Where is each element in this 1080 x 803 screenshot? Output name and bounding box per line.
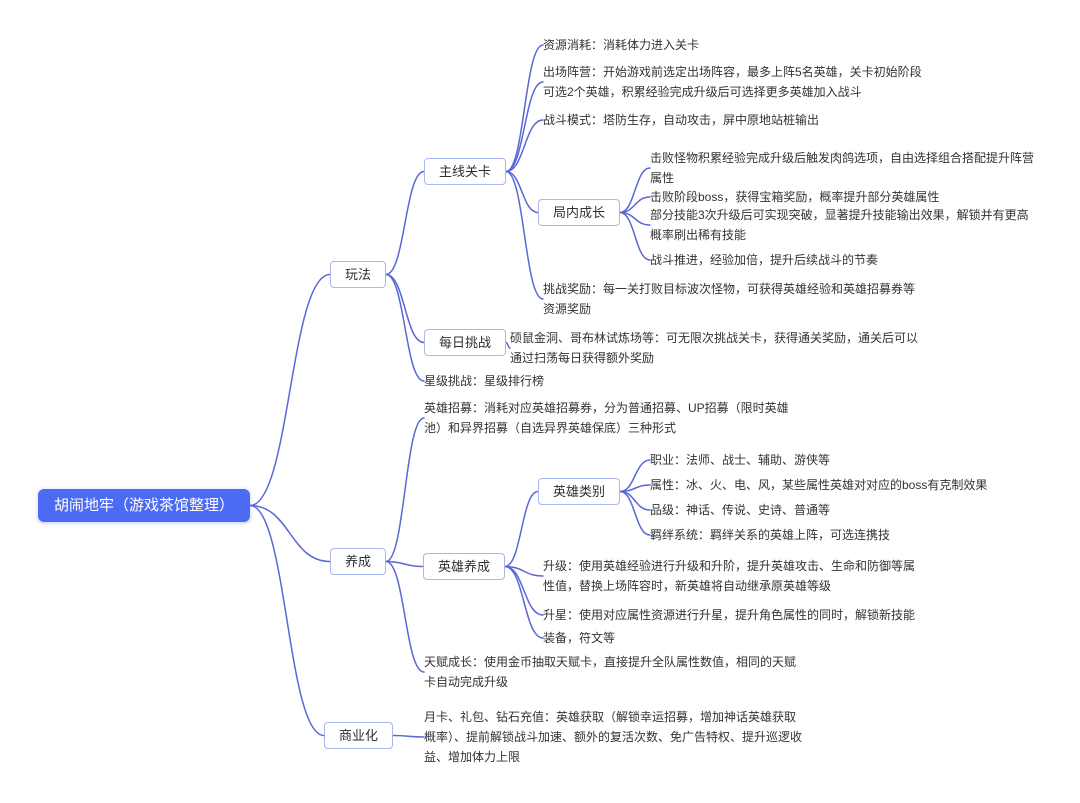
node-hero-development[interactable]: 英雄养成 — [423, 553, 506, 580]
leaf-monetization-detail[interactable]: 月卡、礼包、钻石充值：英雄获取（解锁幸运招募，增加神话英雄获取概率）、提前解锁战… — [424, 710, 803, 764]
leaf-hero-element[interactable]: 属性：冰、火、电、风，某些属性英雄对对应的boss有克制效果 — [650, 478, 988, 492]
leaf-battle-tempo[interactable]: 战斗推进，经验加倍，提升后续战斗的节奏 — [650, 253, 879, 267]
leaf-equipment-runes[interactable]: 装备，符文等 — [543, 631, 616, 645]
leaf-talent-growth[interactable]: 天赋成长：使用金币抽取天赋卡，直接提升全队属性数值，相同的天赋卡自动完成升级 — [424, 655, 797, 689]
leaf-starting-lineup[interactable]: 出场阵营：开始游戏前选定出场阵容，最多上阵5名英雄，关卡初始阶段可选2个英雄，积… — [543, 65, 922, 99]
leaf-resource-cost[interactable]: 资源消耗：消耗体力进入关卡 — [543, 38, 700, 52]
node-ingame-growth[interactable]: 局内成长 — [538, 199, 621, 226]
leaf-star-up[interactable]: 升星：使用对应属性资源进行升星，提升角色属性的同时，解锁新技能 — [543, 608, 916, 622]
node-main-levels[interactable]: 主线关卡 — [424, 158, 507, 185]
branch-monetization[interactable]: 商业化 — [324, 722, 394, 749]
leaf-daily-dungeons[interactable]: 硕鼠金洞、哥布林试炼场等：可无限次挑战关卡，获得通关奖励，通关后可以通过扫荡每日… — [510, 331, 919, 365]
node-daily-challenge[interactable]: 每日挑战 — [424, 329, 507, 356]
leaf-hero-class[interactable]: 职业：法师、战士、辅助、游侠等 — [650, 453, 831, 467]
branch-development[interactable]: 养成 — [330, 548, 387, 575]
leaf-stage-boss-reward[interactable]: 击败阶段boss，获得宝箱奖励，概率提升部分英雄属性 — [650, 190, 940, 204]
leaf-bond-system[interactable]: 羁绊系统：羁绊关系的英雄上阵，可选连携技 — [650, 528, 891, 542]
node-hero-categories[interactable]: 英雄类别 — [538, 478, 621, 505]
leaf-challenge-reward[interactable]: 挑战奖励：每一关打败目标波次怪物，可获得英雄经验和英雄招募券等资源奖励 — [543, 282, 916, 316]
leaf-roguelike-options[interactable]: 击败怪物积累经验完成升级后触发肉鸽选项，自由选择组合搭配提升阵营属性 — [650, 151, 1035, 185]
node-root[interactable]: 胡闹地牢（游戏茶馆整理） — [38, 489, 251, 522]
leaf-hero-rarity[interactable]: 品级：神话、传说、史诗、普通等 — [650, 503, 831, 517]
leaf-hero-recruit[interactable]: 英雄招募：消耗对应英雄招募券，分为普通招募、UP招募（限时英雄池）和异界招募（自… — [424, 401, 789, 435]
leaf-skill-breakthrough[interactable]: 部分技能3次升级后可实现突破，显著提升技能输出效果，解锁并有更高概率刷出稀有技能 — [650, 208, 1029, 242]
leaf-star-challenge[interactable]: 星级挑战：星级排行榜 — [424, 374, 545, 388]
leaf-battle-mode[interactable]: 战斗模式：塔防生存，自动攻击，屏中原地站桩输出 — [543, 113, 820, 127]
leaf-hero-upgrade[interactable]: 升级：使用英雄经验进行升级和升阶，提升英雄攻击、生命和防御等属性值，替换上场阵容… — [543, 559, 916, 593]
branch-gameplay[interactable]: 玩法 — [330, 261, 387, 288]
